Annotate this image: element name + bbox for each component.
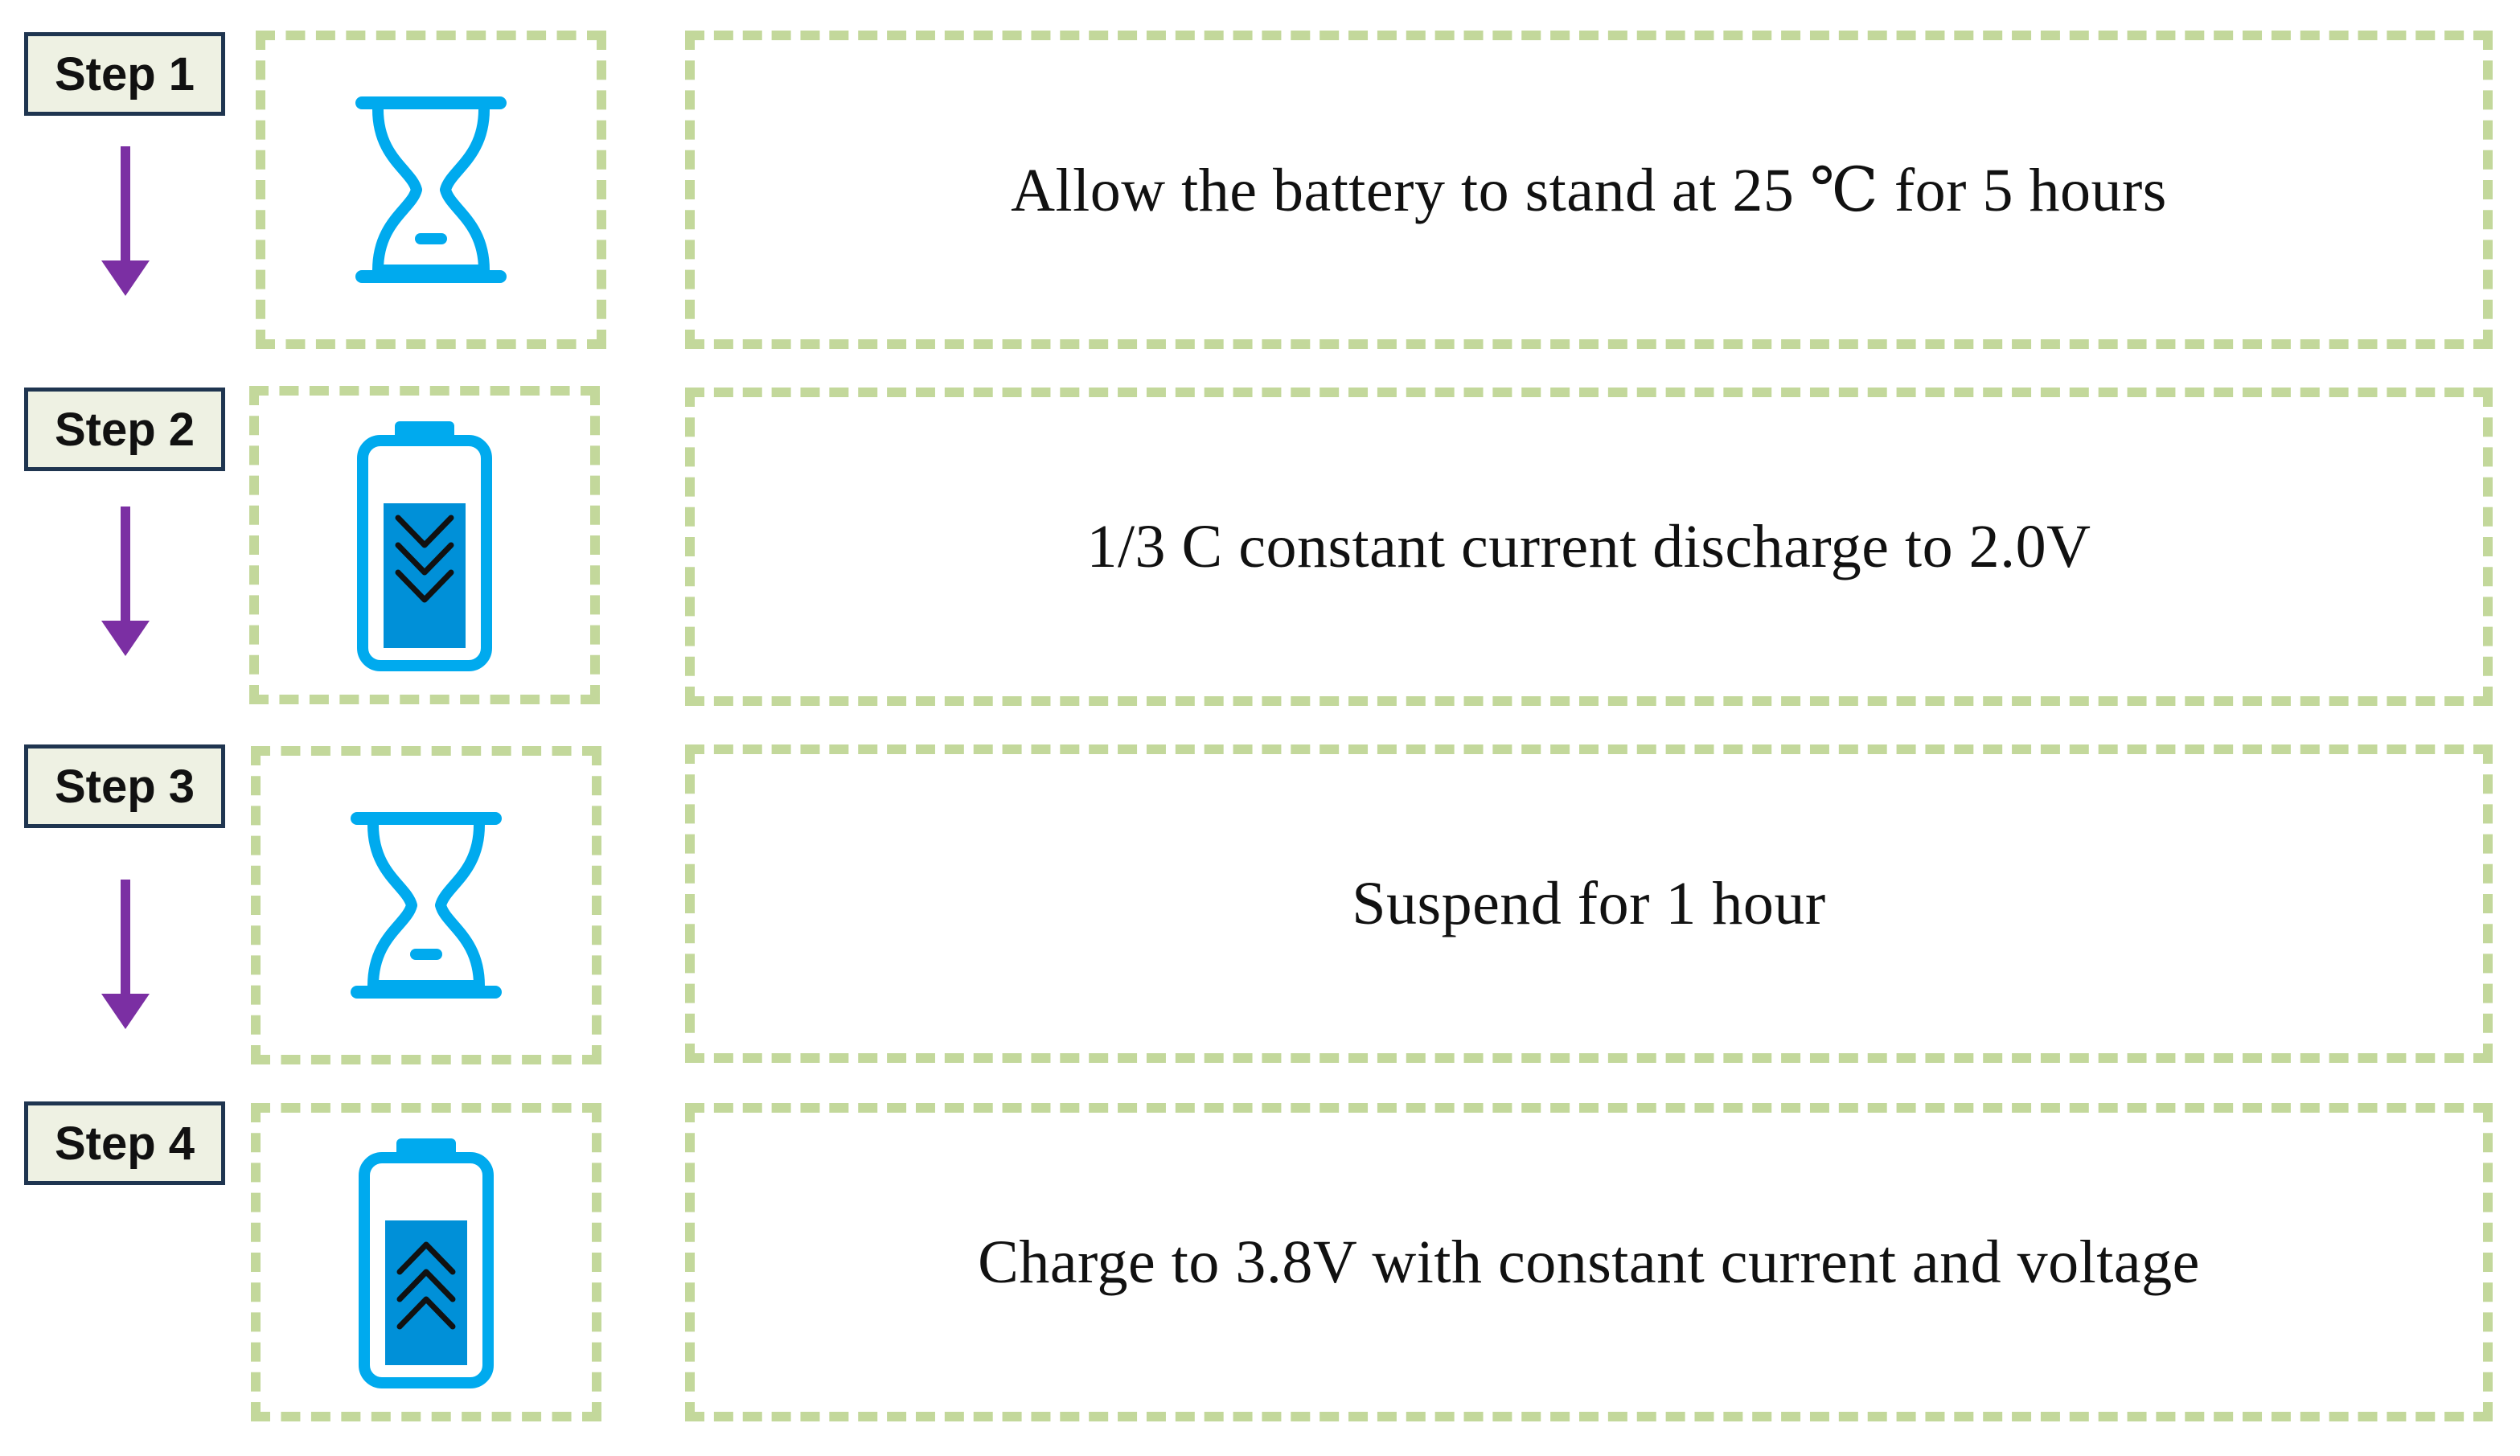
step-description: Suspend for 1 hour <box>1352 869 1826 937</box>
step-label-text: Step 1 <box>54 47 195 100</box>
step-label-text: Step 2 <box>54 403 195 456</box>
icon-box-2 <box>249 386 600 704</box>
down-arrow-icon <box>101 880 150 1029</box>
description-box-1: Allow the battery to stand at 25 ℃ for 5… <box>685 31 2493 349</box>
icon-box-1 <box>256 31 606 349</box>
step-label-1: Step 1 <box>24 32 225 116</box>
hourglass-icon <box>355 96 507 283</box>
down-arrow-icon <box>101 507 150 656</box>
description-box-2: 1/3 C constant current discharge to 2.0V <box>685 388 2493 706</box>
step-label-2: Step 2 <box>24 388 225 471</box>
description-box-4: Charge to 3.8V with constant current and… <box>685 1103 2493 1421</box>
step-label-text: Step 3 <box>54 760 195 813</box>
battery-discharge-icon <box>357 421 492 671</box>
icon-box-3 <box>251 746 601 1064</box>
down-arrow-icon <box>101 146 150 296</box>
step-description: 1/3 C constant current discharge to 2.0V <box>1086 512 2091 580</box>
step-label-3: Step 3 <box>24 744 225 828</box>
step-description: Charge to 3.8V with constant current and… <box>978 1228 2200 1296</box>
step-label-4: Step 4 <box>24 1101 225 1185</box>
hourglass-icon <box>351 812 502 999</box>
icon-box-4 <box>251 1103 601 1421</box>
step-label-text: Step 4 <box>54 1117 195 1170</box>
battery-charge-icon <box>359 1138 494 1388</box>
description-box-3: Suspend for 1 hour <box>685 744 2493 1063</box>
step-description: Allow the battery to stand at 25 ℃ for 5… <box>1011 157 2167 224</box>
